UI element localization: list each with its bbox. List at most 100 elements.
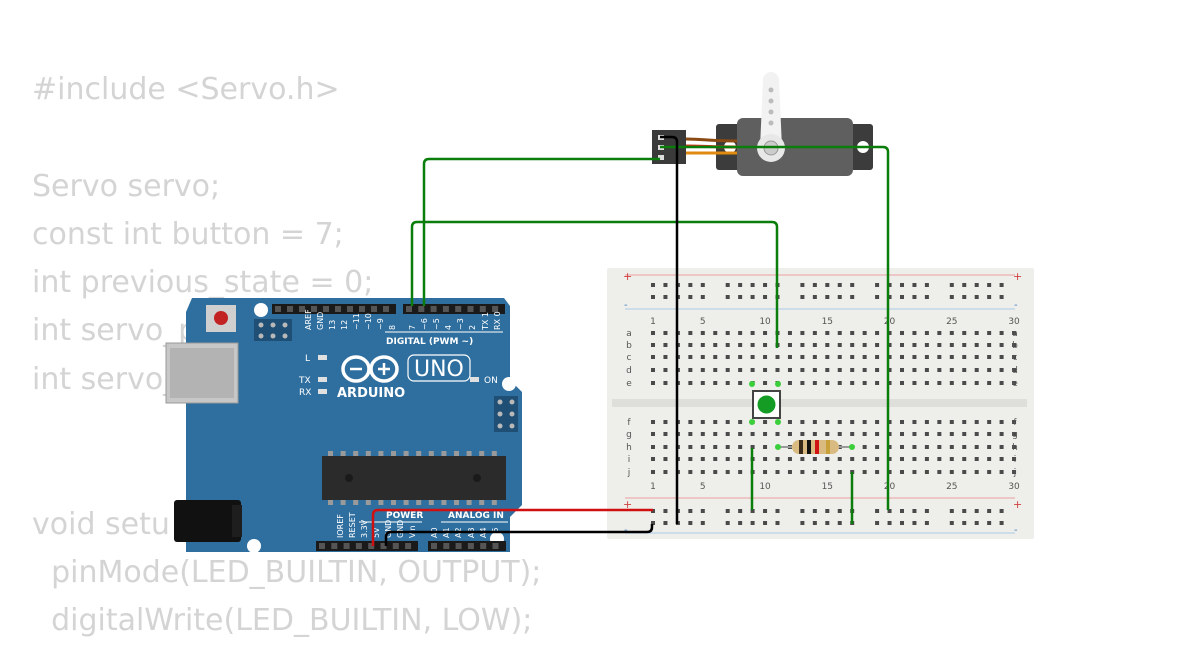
- breadboard-hole[interactable]: [900, 445, 904, 449]
- breadboard-hole[interactable]: [688, 420, 693, 424]
- breadboard-hole[interactable]: [688, 381, 693, 385]
- rail-hole[interactable]: [812, 521, 817, 525]
- breadboard-hole[interactable]: [651, 470, 655, 474]
- breadboard-hole[interactable]: [688, 470, 693, 474]
- breadboard-hole[interactable]: [812, 343, 817, 347]
- breadboard-hole[interactable]: [875, 420, 880, 424]
- digital-pin-header[interactable]: [272, 304, 505, 314]
- breadboard-hole[interactable]: [850, 457, 855, 461]
- breadboard-hole[interactable]: [987, 432, 992, 436]
- breadboard-hole[interactable]: [887, 343, 892, 347]
- breadboard-hole[interactable]: [713, 331, 718, 335]
- rail-hole[interactable]: [750, 509, 755, 513]
- breadboard-hole[interactable]: [912, 457, 917, 461]
- breadboard-hole[interactable]: [825, 381, 830, 385]
- breadboard-hole[interactable]: [912, 470, 917, 474]
- rail-hole[interactable]: [812, 283, 817, 287]
- breadboard-hole[interactable]: [787, 420, 792, 424]
- breadboard-hole[interactable]: [725, 432, 730, 436]
- rail-hole[interactable]: [974, 283, 979, 287]
- breadboard-hole[interactable]: [787, 331, 792, 335]
- digital-pin-socket[interactable]: [371, 306, 377, 312]
- rail-hole[interactable]: [912, 283, 917, 287]
- power-pin-header[interactable]: [316, 541, 418, 551]
- breadboard-hole[interactable]: [912, 381, 917, 385]
- breadboard-hole[interactable]: [688, 368, 693, 372]
- breadboard-hole[interactable]: [738, 381, 743, 385]
- breadboard-hole[interactable]: [812, 432, 817, 436]
- breadboard-hole[interactable]: [974, 432, 979, 436]
- breadboard-hole[interactable]: [962, 420, 967, 424]
- breadboard-hole[interactable]: [787, 355, 792, 359]
- rail-hole[interactable]: [663, 295, 668, 299]
- breadboard-hole[interactable]: [825, 432, 830, 436]
- breadboard-hole[interactable]: [974, 470, 979, 474]
- breadboard-hole[interactable]: [862, 457, 867, 461]
- breadboard-hole[interactable]: [887, 432, 892, 436]
- digital-pin-socket[interactable]: [442, 306, 449, 312]
- rail-hole[interactable]: [812, 295, 817, 299]
- breadboard-hole[interactable]: [924, 343, 929, 347]
- analog-pin-socket[interactable]: [467, 543, 474, 549]
- breadboard-hole[interactable]: [862, 420, 867, 424]
- breadboard-hole[interactable]: [949, 368, 954, 372]
- rail-hole[interactable]: [651, 521, 655, 525]
- rail-hole[interactable]: [999, 283, 1004, 287]
- breadboard-hole[interactable]: [738, 343, 743, 347]
- breadboard-hole[interactable]: [924, 331, 929, 335]
- rail-hole[interactable]: [738, 283, 743, 287]
- rail-hole[interactable]: [850, 295, 855, 299]
- breadboard-hole[interactable]: [725, 470, 730, 474]
- breadboard-hole[interactable]: [837, 355, 842, 359]
- breadboard-hole[interactable]: [738, 470, 743, 474]
- breadboard-hole[interactable]: [725, 420, 730, 424]
- breadboard-hole[interactable]: [750, 343, 755, 347]
- breadboard-hole[interactable]: [750, 355, 755, 359]
- breadboard-hole[interactable]: [651, 381, 655, 385]
- power-pin-socket[interactable]: [392, 543, 399, 549]
- breadboard-hole[interactable]: [862, 381, 867, 385]
- breadboard-hole[interactable]: [949, 343, 954, 347]
- breadboard-hole[interactable]: [912, 343, 917, 347]
- rail-hole[interactable]: [875, 283, 880, 287]
- servo-motor[interactable]: [652, 72, 873, 176]
- breadboard-hole[interactable]: [974, 457, 979, 461]
- breadboard-hole[interactable]: [787, 470, 792, 474]
- breadboard-hole[interactable]: [825, 343, 830, 347]
- breadboard-hole[interactable]: [887, 470, 892, 474]
- rail-hole[interactable]: [738, 521, 743, 525]
- breadboard-hole[interactable]: [738, 355, 743, 359]
- breadboard-hole[interactable]: [962, 457, 967, 461]
- breadboard-hole[interactable]: [800, 343, 805, 347]
- breadboard-hole[interactable]: [837, 457, 842, 461]
- rail-hole[interactable]: [900, 295, 904, 299]
- rail-hole[interactable]: [837, 509, 842, 513]
- breadboard-hole[interactable]: [924, 420, 929, 424]
- rail-hole[interactable]: [875, 521, 880, 525]
- breadboard-hole[interactable]: [700, 355, 705, 359]
- rail-hole[interactable]: [974, 295, 979, 299]
- breadboard-hole[interactable]: [713, 343, 718, 347]
- breadboard-hole[interactable]: [937, 368, 942, 372]
- rail-hole[interactable]: [912, 509, 917, 513]
- breadboard-hole[interactable]: [651, 331, 655, 335]
- breadboard-hole[interactable]: [663, 457, 668, 461]
- breadboard-hole[interactable]: [800, 432, 805, 436]
- breadboard-hole[interactable]: [999, 445, 1004, 449]
- digital-pin-socket[interactable]: [430, 306, 437, 312]
- breadboard-hole[interactable]: [837, 331, 842, 335]
- breadboard-hole[interactable]: [738, 457, 743, 461]
- wire-pin6-to-servo[interactable]: [422, 157, 660, 306]
- breadboard-hole[interactable]: [825, 470, 830, 474]
- breadboard-hole[interactable]: [700, 343, 705, 347]
- digital-pin-socket[interactable]: [492, 306, 499, 312]
- breadboard-hole[interactable]: [688, 457, 693, 461]
- breadboard-hole[interactable]: [763, 432, 768, 436]
- breadboard-hole[interactable]: [800, 470, 805, 474]
- breadboard-hole[interactable]: [937, 331, 942, 335]
- rail-hole[interactable]: [700, 509, 705, 513]
- breadboard-hole[interactable]: [663, 420, 668, 424]
- breadboard-hole[interactable]: [688, 331, 693, 335]
- digital-pin-socket[interactable]: [383, 306, 389, 312]
- rail-hole[interactable]: [825, 295, 830, 299]
